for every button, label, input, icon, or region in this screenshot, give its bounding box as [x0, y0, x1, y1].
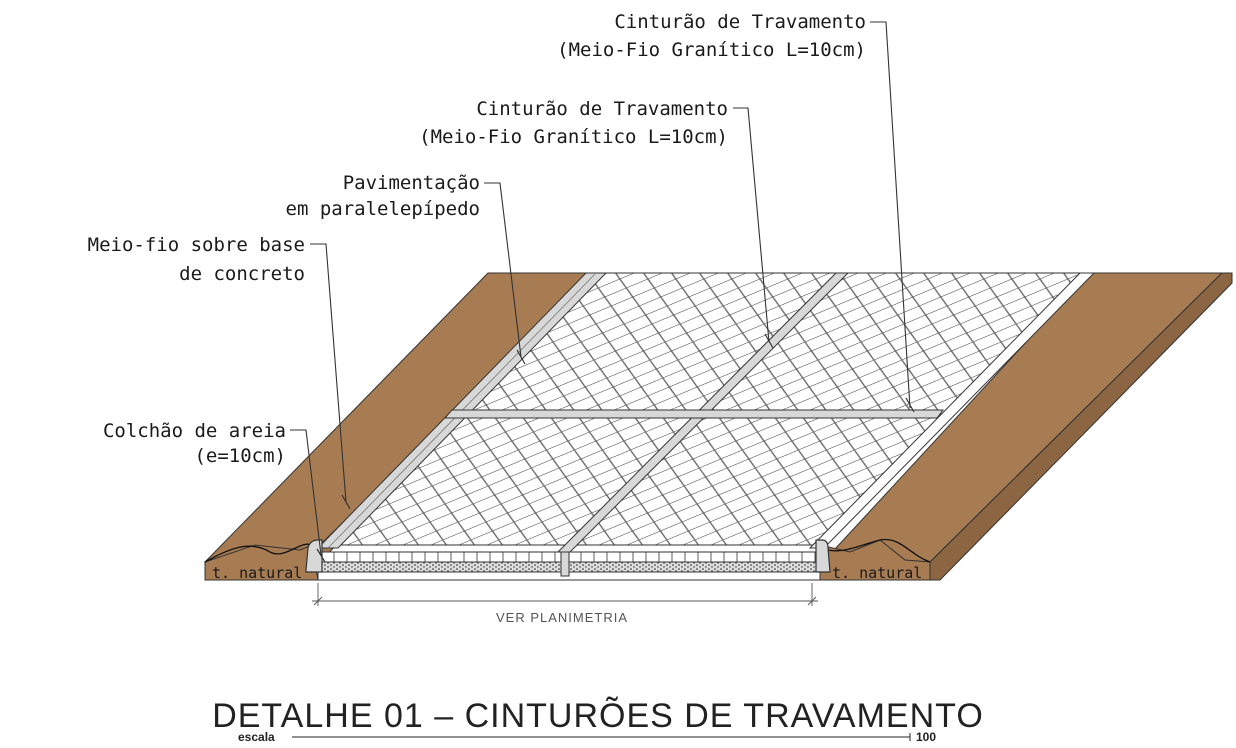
terrain-label-right: t. natural: [832, 564, 922, 582]
front-center-curb: [560, 551, 570, 577]
front-right-curb: [815, 539, 831, 573]
front-earth-right: [819, 539, 931, 581]
callout-sand-line2: (e=10cm): [194, 445, 286, 467]
callout-mid-line2: (Meio-Fio Granítico L=10cm): [419, 126, 728, 148]
detail-title: DETALHE 01 – CINTURÕES DE TRAVAMENTO: [212, 697, 984, 735]
callout-curb-line1: Meio-fio sobre base: [88, 234, 305, 256]
dimension-line: [312, 583, 818, 606]
block-joints: [333, 552, 816, 562]
callout-top-line2: (Meio-Fio Granítico L=10cm): [557, 39, 866, 61]
callout-sand-line1: Colchão de areia: [103, 420, 286, 442]
callout-paving-line1: Pavimentação: [343, 172, 480, 194]
callout-paving-line2: em paralelepípedo: [286, 198, 480, 220]
terrain-label-left: t. natural: [212, 564, 302, 582]
scale-value: 100: [916, 730, 936, 744]
dimension-label: VER PLANIMETRIA: [496, 610, 628, 625]
callout-curb-line2: de concreto: [179, 263, 305, 285]
callout-mid-line1: Cinturão de Travamento: [476, 98, 728, 120]
transverse-locking-curb: [443, 409, 944, 419]
scale-label: escala: [238, 730, 275, 744]
callout-top-line1: Cinturão de Travamento: [614, 11, 866, 33]
